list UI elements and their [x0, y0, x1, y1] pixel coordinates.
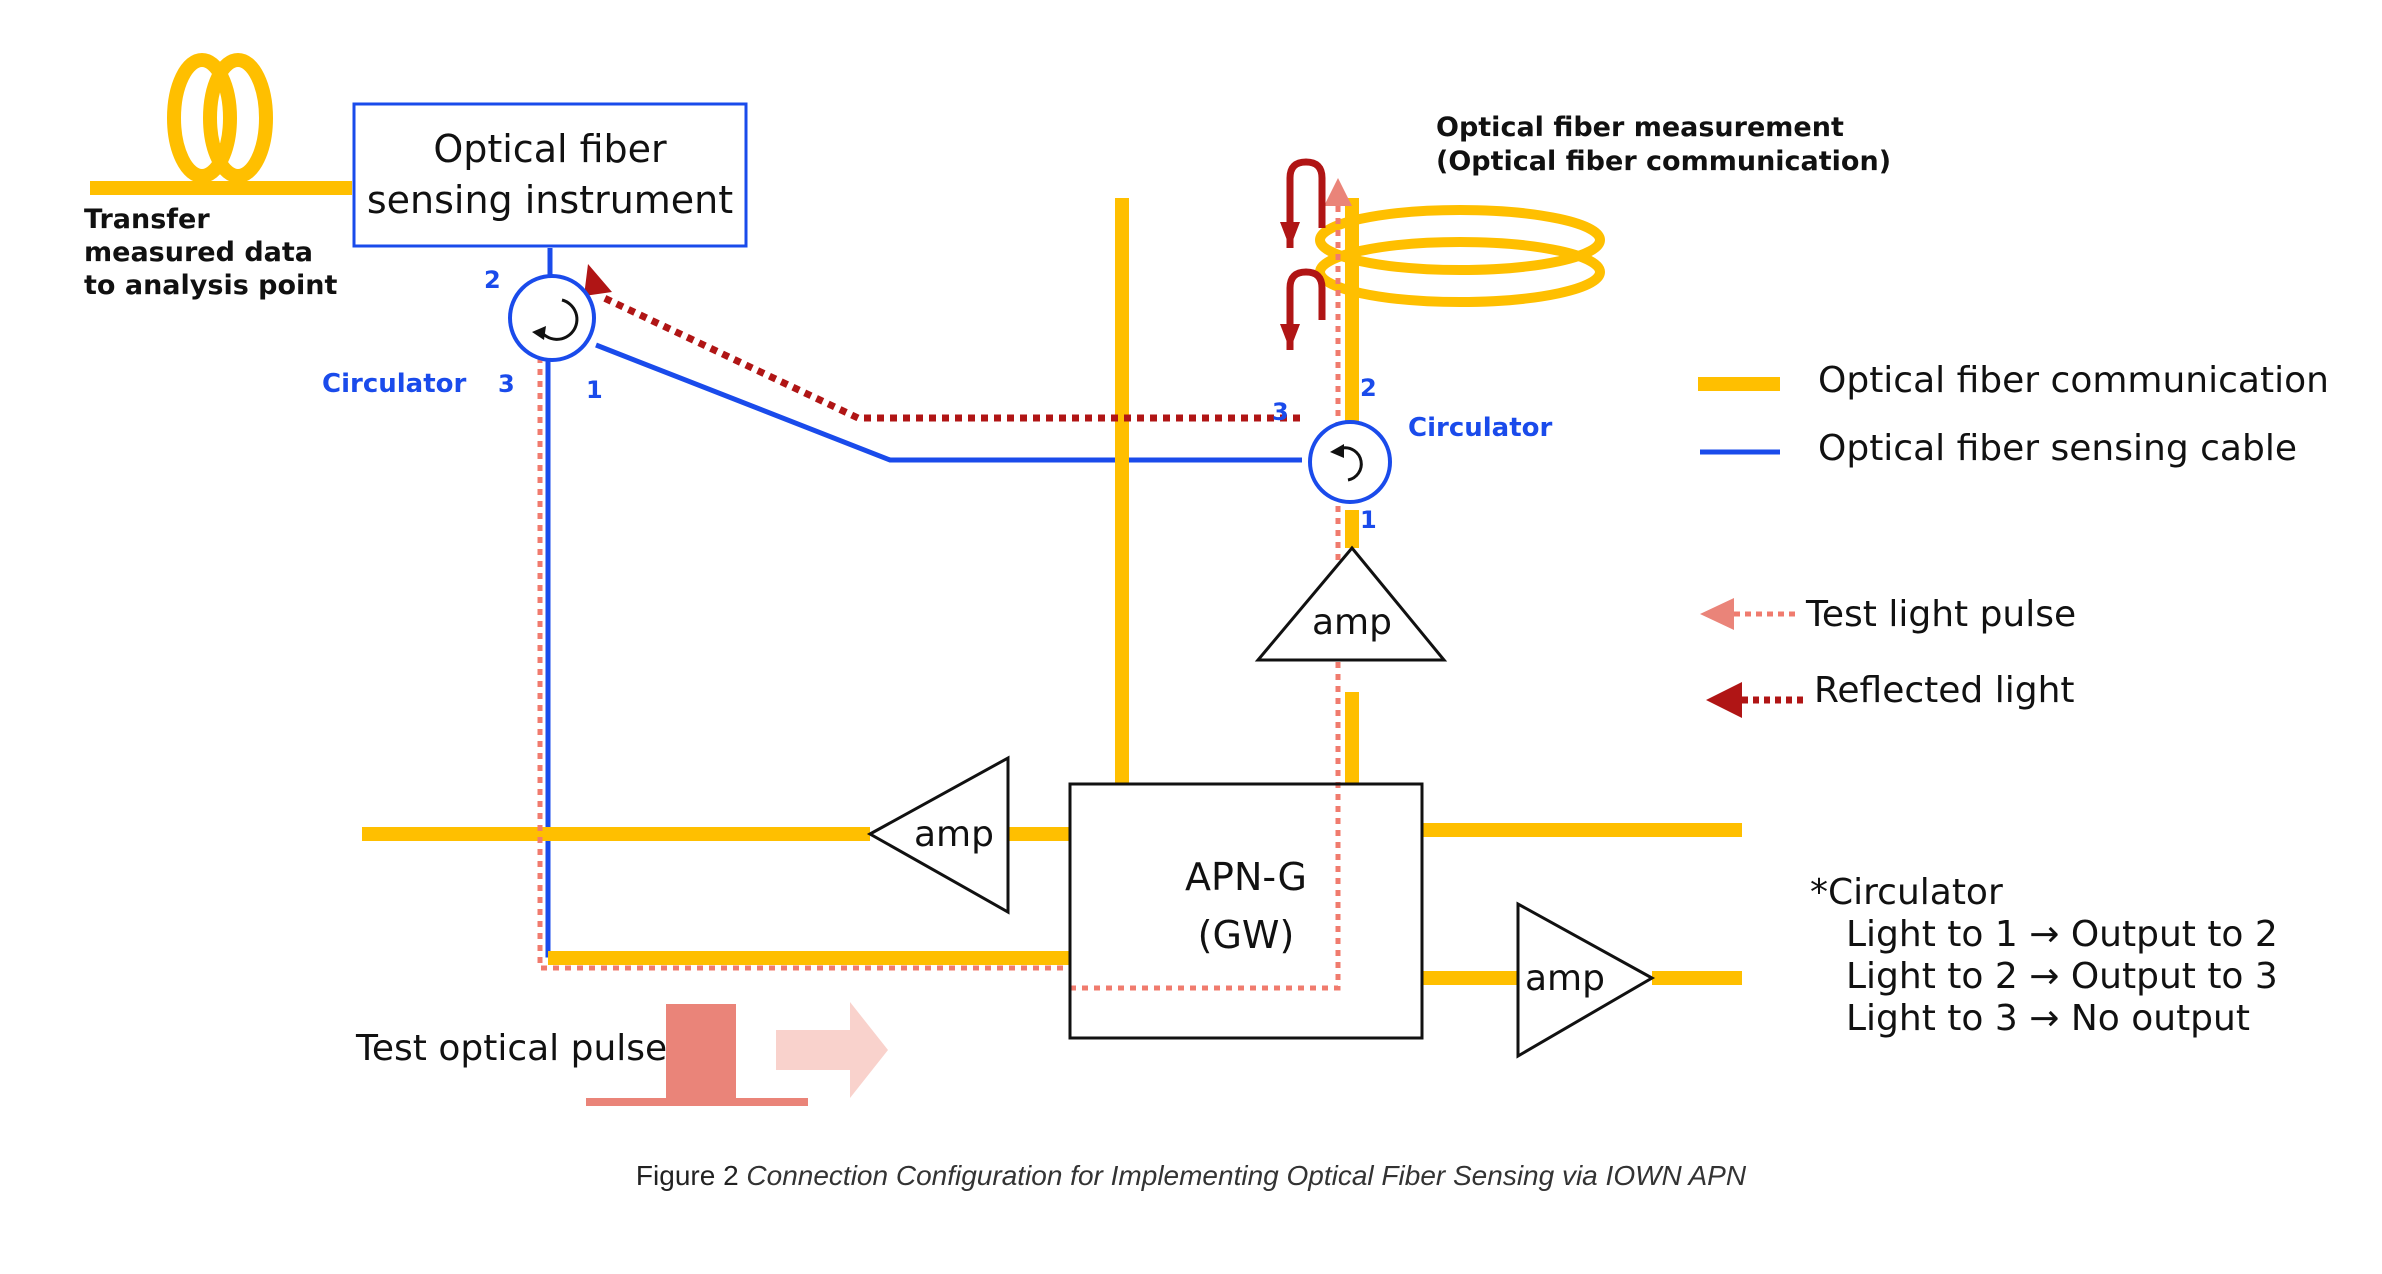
amp-right: amp: [1516, 901, 1656, 1059]
svg-text:Transfer: Transfer: [84, 204, 210, 235]
legend-sensing-label: Optical fiber sensing cable: [1818, 428, 2297, 469]
legend-test-arrow: [1700, 598, 1734, 630]
reflected-light-path: [598, 292, 1300, 422]
svg-text:to analysis point: to analysis point: [84, 270, 338, 301]
circulator-note: *Circulator Light to 1 → Output to 2 Lig…: [1810, 872, 2278, 1039]
test-pulse-label: Test optical pulse: [355, 1028, 667, 1069]
amp-left: amp: [866, 755, 1010, 915]
caption-prefix: Figure 2: [635, 1160, 739, 1191]
circulator-left: [508, 274, 596, 362]
gateway-label-line2: (GW): [1198, 913, 1295, 957]
circulator-right-label: Circulator: [1408, 413, 1552, 443]
test-pulse-shape: [586, 1004, 808, 1106]
reflection-hook-arrow-2: [1280, 324, 1300, 350]
svg-text:Light to 2 → Output to 3: Light to 2 → Output to 3: [1846, 956, 2278, 997]
svg-text:measured data: measured data: [84, 237, 313, 268]
svg-text:amp: amp: [1312, 602, 1392, 643]
circulator-left-port2: 2: [484, 266, 501, 294]
test-light-arrowhead: [1324, 178, 1352, 206]
test-pulse-direction-arrow: [776, 1002, 888, 1098]
circulator-right: [1308, 420, 1392, 504]
gateway-label-line1: APN-G: [1185, 855, 1307, 899]
svg-text:*Circulator: *Circulator: [1810, 872, 2003, 913]
reflection-hooks: [1286, 158, 1326, 350]
svg-text:Light to 1 → Output to 2: Light to 1 → Output to 2: [1846, 914, 2278, 955]
legend: Optical fiber communication Optical fibe…: [1698, 360, 2329, 718]
reflected-light-arrowhead: [584, 264, 612, 296]
circulator-left-label: Circulator: [322, 369, 466, 399]
instrument-label-line1: Optical fiber: [433, 127, 667, 171]
legend-test-label: Test light pulse: [1805, 594, 2076, 635]
circulator-right-port3: 3: [1272, 398, 1289, 426]
legend-fiber-label: Optical fiber communication: [1818, 360, 2329, 401]
legend-reflected-label: Reflected light: [1814, 670, 2075, 711]
reflection-hook-arrow-1: [1280, 222, 1300, 248]
svg-text:amp: amp: [1525, 958, 1605, 999]
svg-text:amp: amp: [914, 814, 994, 855]
transfer-note: Transfer measured data to analysis point: [84, 204, 338, 301]
legend-reflected-arrow: [1706, 682, 1742, 718]
circulator-left-port3: 3: [498, 370, 515, 398]
svg-text:Light to 3 → No output: Light to 3 → No output: [1846, 998, 2250, 1039]
figure-caption: Figure 2 Connection Configuration for Im…: [0, 1160, 2382, 1192]
amp-vertical: amp: [1254, 545, 1448, 662]
fiber-coil-right: [1315, 205, 1605, 307]
fiber-coil-left: [167, 53, 273, 183]
measurement-note: Optical fiber measurement (Optical fiber…: [1436, 112, 1891, 177]
fiber-lines: [362, 198, 1742, 985]
sensing-instrument-box: [352, 102, 748, 248]
circulator-right-port1: 1: [1360, 506, 1377, 534]
caption-text: Connection Configuration for Implementin…: [746, 1160, 1747, 1191]
svg-text:(Optical fiber communication): (Optical fiber communication): [1436, 146, 1891, 177]
instrument-label-line2: sensing instrument: [367, 178, 733, 222]
svg-text:Optical fiber measurement: Optical fiber measurement: [1436, 112, 1844, 143]
circulator-right-port2: 2: [1360, 374, 1377, 402]
gateway-box: [1068, 782, 1424, 1040]
circulator-left-port1: 1: [586, 376, 603, 404]
